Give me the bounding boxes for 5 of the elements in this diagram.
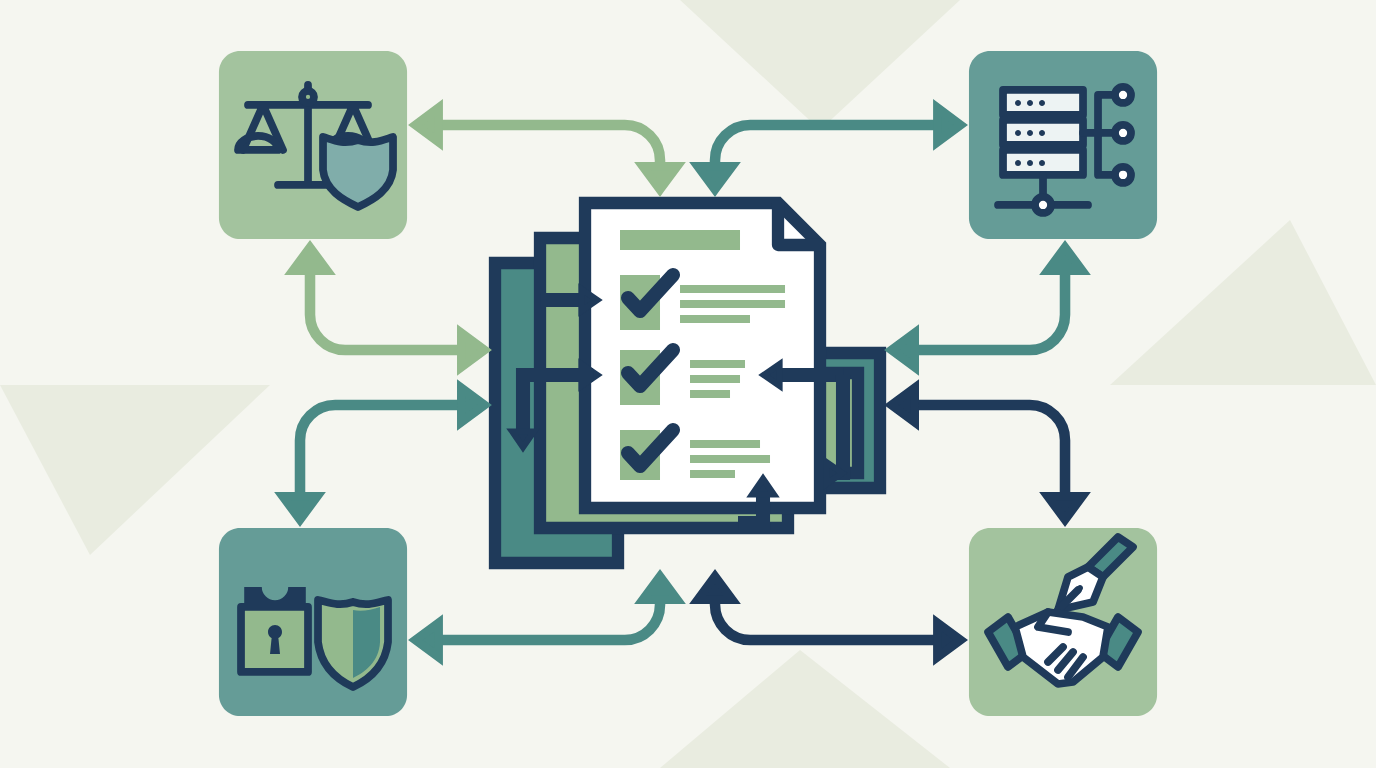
document-drawing <box>488 196 887 570</box>
scales-icon-tile <box>218 50 408 240</box>
handshake-icon-tile <box>968 527 1158 717</box>
server-icon-tile <box>968 50 1158 240</box>
lock-icon-tile <box>218 527 408 717</box>
